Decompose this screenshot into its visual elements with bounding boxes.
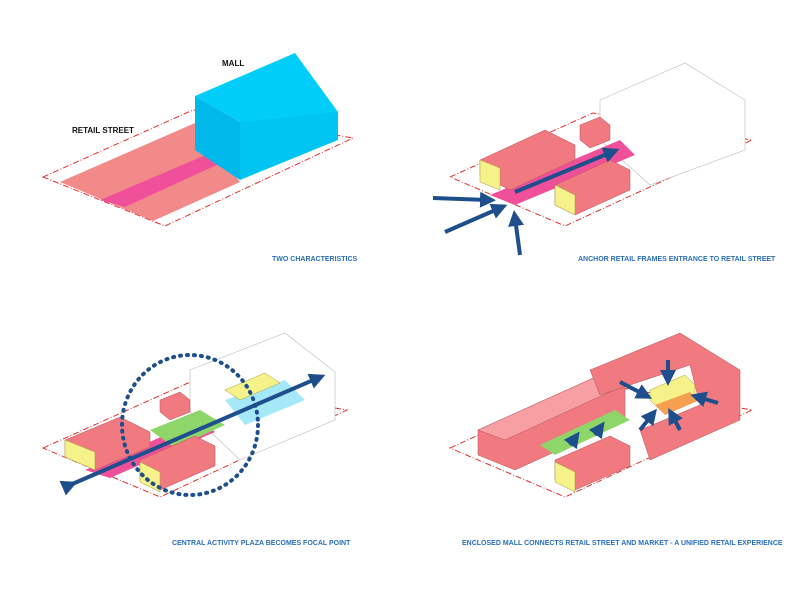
- anchor-retail-small: [579, 116, 611, 149]
- mall-front: [195, 96, 240, 180]
- market-block: [589, 332, 741, 461]
- yellow-block-right: [554, 461, 576, 493]
- caption-3: CENTRAL ACTIVITY PLAZA BECOMES FOCAL POI…: [172, 540, 351, 547]
- axis-arrow: [59, 373, 326, 496]
- entry-arrow-1: [432, 191, 496, 208]
- site-boundary: [41, 382, 349, 498]
- caption-1: TWO CHARACTERISTICS: [272, 256, 357, 263]
- mall-top: [195, 53, 338, 180]
- panel-enclosed-mall: ENCLOSED MALL CONNECTS RETAIL STREET AND…: [448, 332, 783, 547]
- anchor-retail-small: [159, 391, 191, 421]
- entry-arrow-2: [444, 203, 508, 234]
- caption-2: ANCHOR RETAIL FRAMES ENTRANCE TO RETAIL …: [578, 256, 776, 263]
- caption-4: ENCLOSED MALL CONNECTS RETAIL STREET AND…: [462, 540, 783, 547]
- panel-two-characteristics: MALL RETAIL STREET TWO CHARACTERISTICS: [41, 53, 357, 263]
- street-arrow: [514, 147, 620, 194]
- panel-anchor-retail: ANCHOR RETAIL FRAMES ENTRANCE TO RETAIL …: [432, 62, 776, 263]
- yellow-block-right: [554, 184, 576, 216]
- market-orange: [655, 392, 700, 415]
- mall-label: MALL: [222, 59, 244, 68]
- panel-central-plaza: CENTRAL ACTIVITY PLAZA BECOMES FOCAL POI…: [41, 332, 351, 547]
- convergence-arrows: [563, 360, 719, 450]
- mall-side: [240, 112, 338, 180]
- retail-street-center: [100, 151, 223, 207]
- entry-arrow-3: [508, 210, 524, 256]
- yellow-block-left: [479, 159, 501, 191]
- retail-street-label: RETAIL STREET: [72, 126, 134, 135]
- atrium-green: [540, 410, 630, 455]
